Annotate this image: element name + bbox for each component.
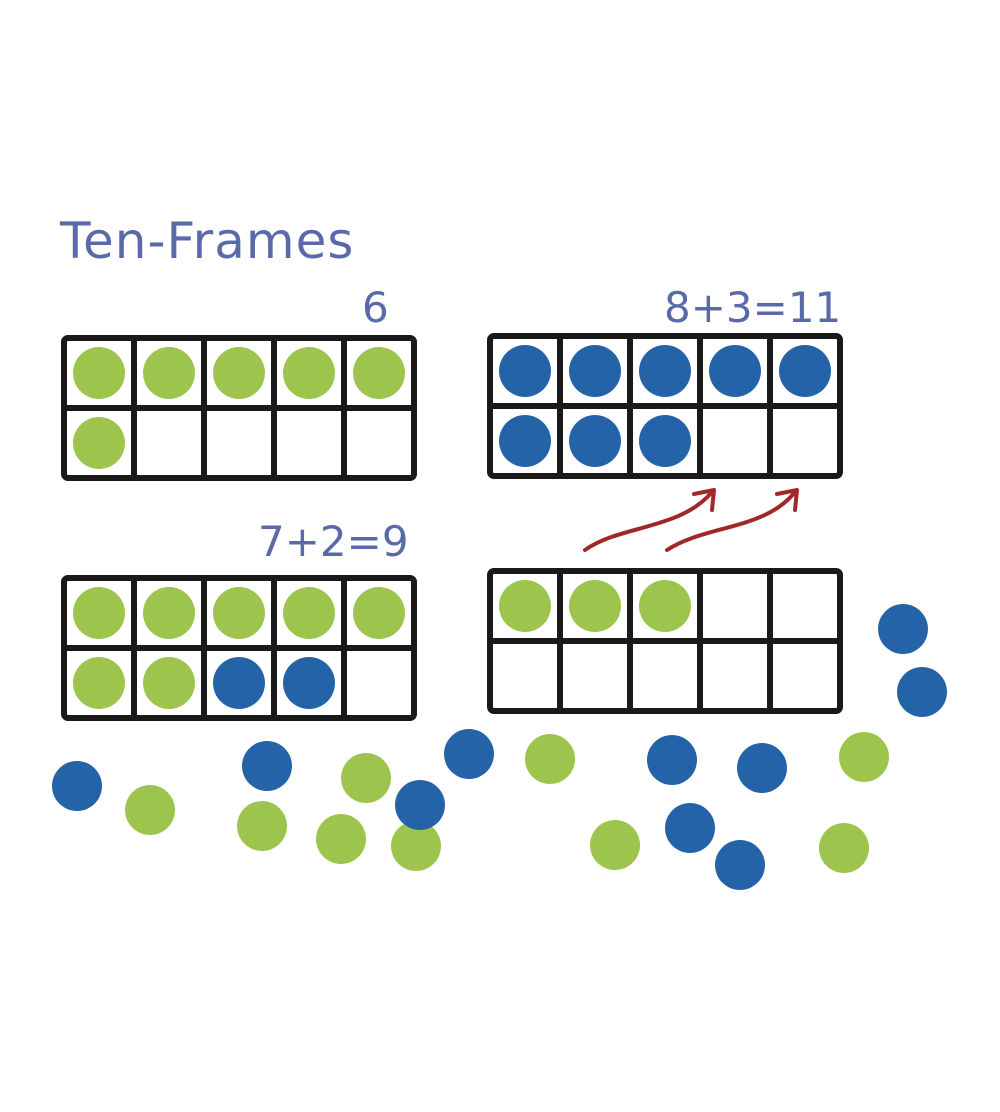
loose-green-counter[interactable]: [525, 734, 575, 784]
blue-counter[interactable]: [213, 657, 265, 709]
green-counter[interactable]: [353, 587, 405, 639]
loose-blue-counter[interactable]: [665, 803, 715, 853]
loose-blue-counter[interactable]: [395, 780, 445, 830]
move-arrow-2: [665, 488, 799, 552]
ten-frames-group: [61, 333, 843, 721]
move-arrows-group: [583, 488, 799, 552]
green-counter[interactable]: [353, 347, 405, 399]
loose-green-counter[interactable]: [125, 785, 175, 835]
loose-blue-counter[interactable]: [878, 604, 928, 654]
blue-counter[interactable]: [569, 415, 621, 467]
loose-blue-counter[interactable]: [52, 761, 102, 811]
loose-green-counter[interactable]: [316, 814, 366, 864]
ten-frame-3: [61, 575, 417, 721]
loose-blue-counter[interactable]: [647, 735, 697, 785]
blue-counter[interactable]: [779, 345, 831, 397]
ten-frame-1: [61, 335, 417, 481]
loose-counters-group: [52, 604, 947, 890]
green-counter[interactable]: [73, 347, 125, 399]
green-counter[interactable]: [499, 580, 551, 632]
loose-blue-counter[interactable]: [444, 729, 494, 779]
green-counter[interactable]: [283, 587, 335, 639]
blue-counter[interactable]: [499, 345, 551, 397]
green-counter[interactable]: [213, 587, 265, 639]
loose-green-counter[interactable]: [839, 732, 889, 782]
move-arrow-1: [583, 488, 716, 552]
green-counter[interactable]: [143, 657, 195, 709]
blue-counter[interactable]: [639, 345, 691, 397]
loose-green-counter[interactable]: [590, 820, 640, 870]
green-counter[interactable]: [283, 347, 335, 399]
loose-blue-counter[interactable]: [737, 743, 787, 793]
green-counter[interactable]: [639, 580, 691, 632]
frame-label-7-plus-2: 7+2=9: [258, 517, 409, 566]
blue-counter[interactable]: [283, 657, 335, 709]
loose-green-counter[interactable]: [819, 823, 869, 873]
green-counter[interactable]: [213, 347, 265, 399]
ten-frame-4: [487, 568, 843, 714]
diagram-title: Ten-Frames: [59, 212, 354, 270]
blue-counter[interactable]: [569, 345, 621, 397]
loose-green-counter[interactable]: [341, 753, 391, 803]
frame-label-8-plus-3: 8+3=11: [664, 283, 841, 332]
green-counter[interactable]: [143, 347, 195, 399]
loose-green-counter[interactable]: [391, 821, 441, 871]
ten-frame-2: [487, 333, 843, 479]
blue-counter[interactable]: [709, 345, 761, 397]
green-counter[interactable]: [569, 580, 621, 632]
loose-blue-counter[interactable]: [242, 741, 292, 791]
loose-green-counter[interactable]: [237, 801, 287, 851]
green-counter[interactable]: [73, 587, 125, 639]
green-counter[interactable]: [143, 587, 195, 639]
green-counter[interactable]: [73, 417, 125, 469]
frame-label-6: 6: [362, 283, 389, 332]
blue-counter[interactable]: [639, 415, 691, 467]
loose-blue-counter[interactable]: [715, 840, 765, 890]
loose-blue-counter[interactable]: [897, 667, 947, 717]
green-counter[interactable]: [73, 657, 125, 709]
blue-counter[interactable]: [499, 415, 551, 467]
